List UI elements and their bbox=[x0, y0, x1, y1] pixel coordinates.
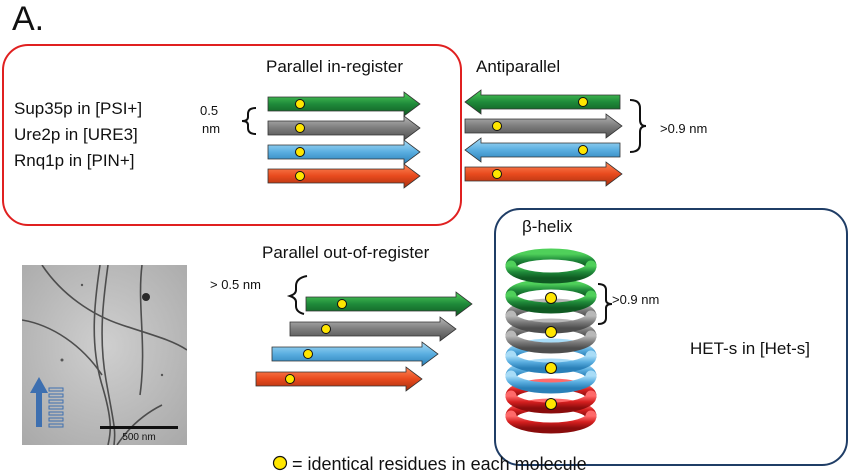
scale-bar bbox=[100, 426, 178, 429]
prion-group-box bbox=[2, 44, 462, 226]
beta-strands bbox=[255, 89, 623, 392]
identical-residue-marker bbox=[295, 99, 305, 109]
antiparallel-bracket bbox=[629, 99, 647, 153]
helix-bracket bbox=[597, 283, 613, 325]
out-of-register-spacing: > 0.5 nm bbox=[210, 277, 261, 292]
out-of-register-bracket bbox=[286, 275, 308, 315]
antiparallel-strand-orange-shape bbox=[464, 161, 623, 187]
parallel-in-register-label: Parallel in-register bbox=[266, 57, 403, 76]
in-register-strand-green bbox=[267, 91, 421, 117]
out-of-register-strand-green bbox=[305, 291, 473, 317]
identical-residue-marker bbox=[578, 145, 588, 155]
protein-list: Sup35p in [PSI+] Ure2p in [URE3] Rnq1p i… bbox=[14, 96, 142, 174]
protein-sup35p: Sup35p in [PSI+] bbox=[14, 99, 143, 118]
antiparallel-strand-green-shape bbox=[464, 89, 621, 115]
identical-residue-marker bbox=[545, 292, 557, 304]
out-of-register-strand-blue-shape bbox=[271, 341, 439, 367]
identical-residue-marker bbox=[285, 374, 295, 384]
in-register-strand-green-shape bbox=[267, 91, 421, 117]
in-register-bracket bbox=[241, 107, 257, 135]
identical-residue-marker bbox=[337, 299, 347, 309]
helix-rung-back bbox=[505, 278, 597, 302]
antiparallel-label: Antiparallel bbox=[476, 57, 561, 76]
out-of-register-strand-green-shape bbox=[305, 291, 473, 317]
het-s-label: HET-s in [Het-s] bbox=[690, 339, 810, 358]
in-register-spacing-unit: nm bbox=[202, 121, 221, 136]
in-register-strand-orange bbox=[267, 163, 421, 189]
in-register-strand-blue bbox=[267, 139, 421, 165]
parallel-out-of-register-label: Parallel out-of-register bbox=[262, 243, 430, 262]
identical-residue-marker bbox=[545, 326, 557, 338]
legend-text: = identical residues in each molecule bbox=[292, 454, 587, 474]
scale-bar-label: 500 nm bbox=[122, 432, 155, 443]
helix-rung-front bbox=[505, 290, 597, 314]
helix-rung-front bbox=[505, 410, 597, 434]
antiparallel-strand-gray bbox=[464, 113, 623, 139]
beta-helix-label: β-helix bbox=[522, 217, 573, 236]
antiparallel-strand-green bbox=[464, 89, 621, 115]
identical-residue-marker bbox=[303, 349, 313, 359]
out-of-register-strand-blue bbox=[271, 341, 439, 367]
antiparallel-spacing: >0.9 nm bbox=[660, 121, 708, 136]
panel-letter: A. bbox=[12, 0, 45, 38]
antiparallel-strand-orange bbox=[464, 161, 623, 187]
helix-rung-front bbox=[505, 260, 597, 284]
antiparallel-strand-blue bbox=[464, 137, 621, 163]
out-of-register-strand-gray bbox=[289, 316, 457, 342]
identical-residue-marker bbox=[492, 169, 502, 179]
antiparallel-strand-blue-shape bbox=[464, 137, 621, 163]
legend-residue-icon bbox=[272, 455, 288, 471]
out-of-register-strand-orange-shape bbox=[255, 366, 423, 392]
in-register-strand-gray-shape bbox=[267, 115, 421, 141]
protein-rnq1p: Rnq1p in [PIN+] bbox=[14, 151, 135, 170]
helix-rung-front bbox=[505, 370, 597, 394]
brackets bbox=[241, 99, 647, 325]
het-s-box bbox=[494, 208, 848, 466]
identical-residue-marker bbox=[321, 324, 331, 334]
electron-micrograph: 500 nm bbox=[22, 265, 187, 445]
fibrils bbox=[22, 265, 187, 445]
identical-residue-marker bbox=[295, 171, 305, 181]
in-register-strand-blue-shape bbox=[267, 139, 421, 165]
protein-ure2p: Ure2p in [URE3] bbox=[14, 125, 138, 144]
in-register-spacing-value: 0.5 bbox=[200, 103, 219, 118]
identical-residue-marker bbox=[545, 362, 557, 374]
stacked-strands-icon bbox=[30, 377, 64, 428]
identical-residue-marker bbox=[492, 121, 502, 131]
debris-spot bbox=[142, 293, 150, 301]
in-register-strand-orange-shape bbox=[267, 163, 421, 189]
out-of-register-strand-gray-shape bbox=[289, 316, 457, 342]
helix-rung-front bbox=[505, 330, 597, 354]
identical-residue-marker bbox=[578, 97, 588, 107]
identical-residue-marker bbox=[295, 147, 305, 157]
out-of-register-strand-orange bbox=[255, 366, 423, 392]
helix-spacing: >0.9 nm bbox=[612, 292, 660, 307]
antiparallel-strand-gray-shape bbox=[464, 113, 623, 139]
in-register-strand-gray bbox=[267, 115, 421, 141]
identical-residue-marker bbox=[545, 398, 557, 410]
identical-residue-marker bbox=[295, 123, 305, 133]
beta-helix-coil bbox=[505, 248, 597, 434]
helix-rung-back bbox=[505, 248, 597, 272]
